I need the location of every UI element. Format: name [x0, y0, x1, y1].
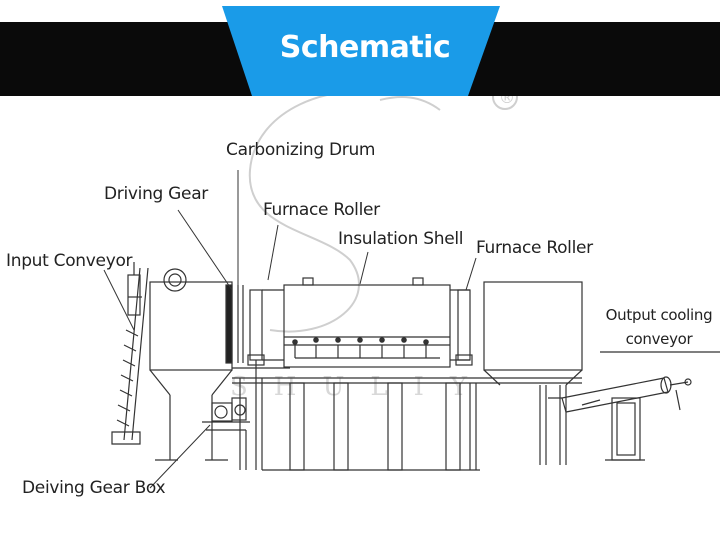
label-furnace-roller-left: Furnace Roller [263, 200, 380, 220]
label-carbonizing-drum: Carbonizing Drum [226, 140, 376, 160]
leader-driving-gear [177, 209, 233, 291]
label-output-cooling-conveyor: Output cooling conveyor [600, 306, 718, 348]
leader-insulation-shell [359, 251, 369, 285]
leader-gear-box [149, 424, 211, 489]
label-driving-gear-box: Deiving Gear Box [22, 478, 166, 498]
label-output-cooling-line2: conveyor [625, 330, 693, 348]
output-cooling-conveyor [548, 351, 720, 461]
feed-housing [149, 268, 233, 461]
registered-mark-icon [492, 96, 518, 110]
page-title: Schematic [279, 30, 451, 65]
label-furnace-roller-right: Furnace Roller [476, 238, 593, 258]
label-input-conveyor: Input Conveyor [6, 251, 133, 271]
watermark-logo [248, 96, 518, 333]
base-frame [232, 377, 582, 471]
leader-lines [103, 170, 477, 489]
driving-gear-box [202, 397, 250, 470]
label-insulation-shell: Insulation Shell [338, 229, 464, 249]
label-output-cooling-line1: Output cooling [605, 306, 713, 324]
schematic-diagram: ® SHULIY [103, 96, 720, 489]
input-conveyor [111, 262, 149, 445]
label-driving-gear: Driving Gear [104, 184, 208, 204]
leader-furnace-roller-right [465, 257, 477, 291]
insulation-shell [283, 277, 451, 368]
registered-mark: ® [499, 96, 515, 107]
furnace-roller-left [247, 289, 265, 378]
furnace-roller-right [455, 289, 473, 366]
discharge-housing [483, 281, 583, 465]
header-title-tab [222, 6, 500, 96]
carbonizing-drum [262, 289, 470, 361]
header-banner [0, 6, 720, 96]
leader-input-conveyor [103, 269, 135, 331]
watermark-text: SHULIY [230, 372, 493, 402]
driving-gear [225, 284, 244, 364]
leader-furnace-roller-left [267, 224, 279, 281]
